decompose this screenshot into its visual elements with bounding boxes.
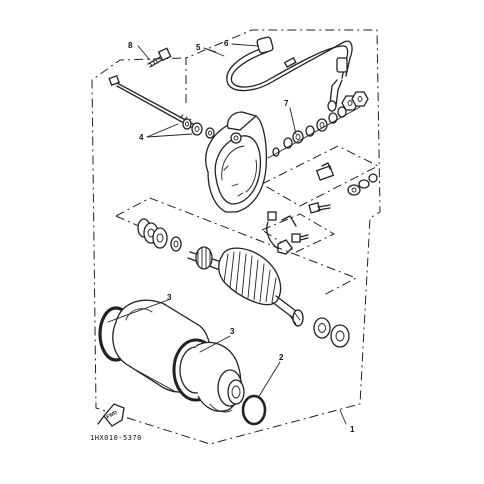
callout-6: 6 [224,39,229,48]
callout-4: 4 [139,133,144,142]
shim-panel-edge [115,215,149,231]
rear-cover [205,111,268,213]
armature-shims [137,218,182,252]
terminal-hardware [267,91,369,159]
drawing-code: 1HX010-5370 [90,434,142,442]
front-washers [313,317,350,348]
fwd-label: FWD [106,409,119,420]
callout-2: 2 [279,353,284,362]
leader-lines [107,43,347,425]
bolt-washers [182,118,215,139]
brush-lead [260,211,336,255]
bracket-screws [291,202,331,243]
callout-1: 1 [350,425,355,434]
callout-3-oring: 3 [167,293,172,302]
callout-5: 5 [196,43,201,52]
starter-cable [226,36,353,107]
callout-8: 8 [128,41,133,50]
front-cover [172,338,245,413]
callout-3-cover: 3 [230,327,235,336]
front-o-ring [241,394,267,426]
through-bolt [108,74,194,128]
brush-plate-detail [260,145,380,207]
armature [187,246,304,327]
mounting-bolt [147,47,172,68]
callout-7: 7 [284,99,289,108]
assembly-boundary [91,29,381,445]
shim-panel [115,197,358,297]
fwd-arrow-icon: FWD [97,403,125,427]
